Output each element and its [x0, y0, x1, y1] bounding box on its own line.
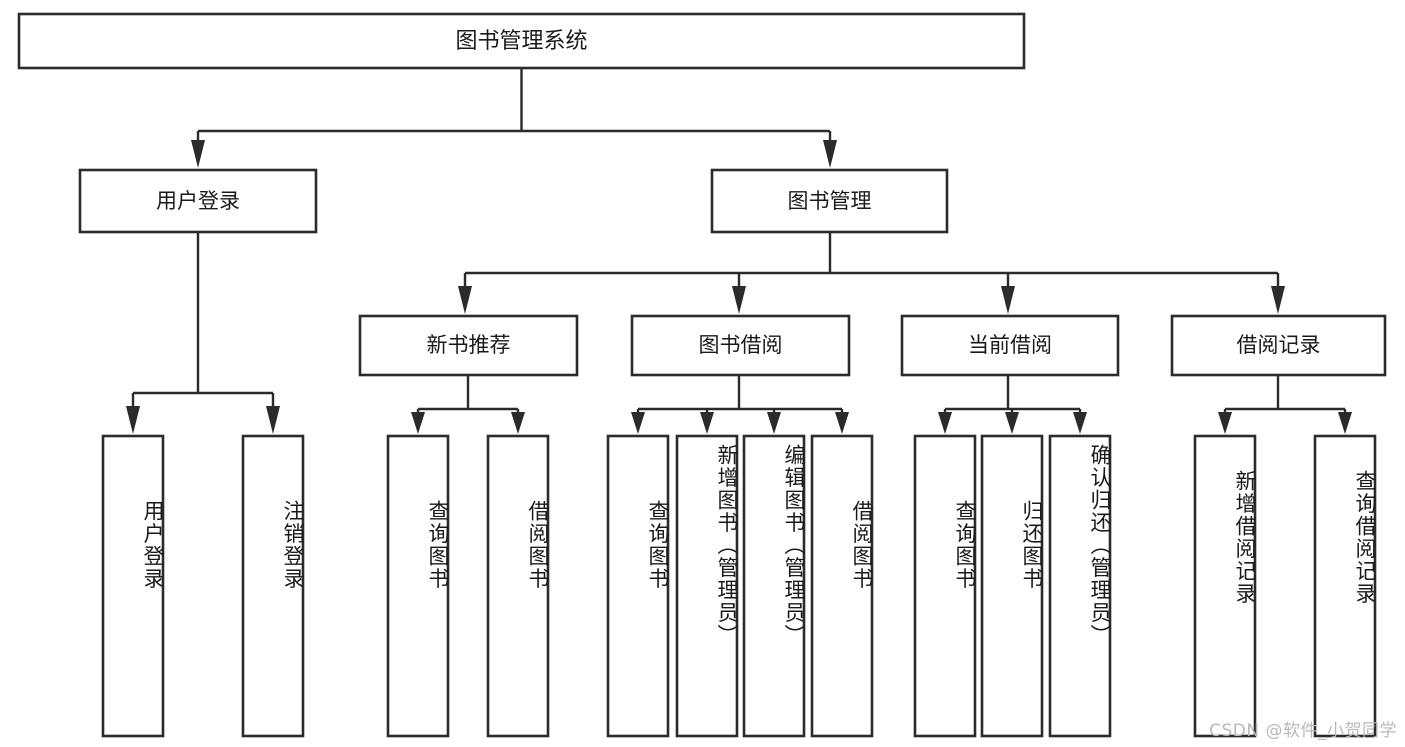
node-book-management[interactable]: 图书管理: [710, 168, 949, 234]
leaf-box-query-book-1[interactable]: [386, 434, 450, 738]
arrow-head-leaf-query-book-2: [631, 412, 645, 434]
connector-group-newbook-to-leaves: [411, 375, 525, 434]
node-root-label: 图书管理系统: [455, 29, 587, 54]
connector-group-current-to-leaves: [938, 375, 1087, 434]
node-user-login-box[interactable]: [78, 168, 318, 234]
arrow-head-newbook: [458, 286, 472, 314]
node-current-borrow-box[interactable]: [900, 314, 1120, 377]
connector-group-userlogin-to-leaves: [126, 232, 280, 434]
arrow-head-leaf-query-book-1: [411, 412, 425, 434]
node-new-book-recommend-box[interactable]: [358, 314, 579, 377]
node-current-borrow[interactable]: 当前借阅: [900, 314, 1120, 377]
connector-group-bookmgmt-to-level3: [458, 232, 1285, 314]
leaf-box-borrow-book-2[interactable]: [810, 434, 874, 738]
node-borrow-record[interactable]: 借阅记录: [1170, 314, 1387, 377]
arrow-head-leaf-return-book: [1005, 412, 1019, 434]
node-borrow-record-box[interactable]: [1170, 314, 1387, 377]
arrow-head-leaf-confirm-return: [1073, 412, 1087, 434]
node-book-borrow-box[interactable]: [630, 314, 851, 377]
node-new-book-recommend[interactable]: 新书推荐: [358, 314, 579, 377]
csdn-watermark: CSDN @软件_小贺同学: [1209, 721, 1397, 741]
connector-group-borrow-to-leaves: [631, 375, 849, 434]
connector-group-record-to-leaves: [1218, 375, 1352, 434]
leaf-box-add-book[interactable]: [675, 434, 739, 738]
arrow-head-leaf-logout: [266, 406, 280, 434]
node-new-book-recommend-label: 新书推荐: [427, 333, 511, 357]
node-book-management-label: 图书管理: [788, 189, 872, 213]
node-current-borrow-label: 当前借阅: [968, 333, 1052, 357]
node-book-management-box[interactable]: [710, 168, 949, 234]
leaf-box-logout[interactable]: [241, 434, 305, 738]
arrow-head-leaf-user-login: [126, 406, 140, 434]
leaf-boxes: [101, 434, 1377, 738]
leaf-box-add-record[interactable]: [1193, 434, 1257, 738]
arrow-head-current: [1001, 286, 1015, 314]
arrow-head-leaf-add-record: [1218, 412, 1232, 434]
leaf-box-return-book[interactable]: [980, 434, 1044, 738]
node-borrow-record-label: 借阅记录: [1237, 333, 1321, 357]
arrow-head-leaf-query-record: [1338, 412, 1352, 434]
leaf-box-query-book-3[interactable]: [913, 434, 977, 738]
leaf-box-borrow-book-1[interactable]: [486, 434, 550, 738]
arrow-head-user-login: [191, 140, 205, 168]
arrow-head-book-mgmt: [823, 140, 837, 168]
leaf-box-query-book-2[interactable]: [606, 434, 670, 738]
connector-group-root-to-level2: [191, 68, 837, 168]
leaf-box-query-record[interactable]: [1313, 434, 1377, 738]
arrow-head-record: [1271, 286, 1285, 314]
leaf-box-confirm-return[interactable]: [1048, 434, 1112, 738]
node-book-borrow-label: 图书借阅: [699, 333, 783, 357]
leaf-box-user-login[interactable]: [101, 434, 165, 738]
arrow-head-leaf-query-book-3: [938, 412, 952, 434]
arrow-head-leaf-borrow-book-1: [511, 412, 525, 434]
node-user-login[interactable]: 用户登录: [78, 168, 318, 234]
node-root[interactable]: 图书管理系统: [17, 12, 1026, 70]
arrow-head-leaf-edit-book: [767, 412, 781, 434]
arrow-head-leaf-add-book: [700, 412, 714, 434]
node-book-borrow[interactable]: 图书借阅: [630, 314, 851, 377]
leaf-box-edit-book[interactable]: [742, 434, 806, 738]
node-user-login-label: 用户登录: [156, 189, 240, 213]
arrow-head-borrow: [732, 286, 746, 314]
node-root-box[interactable]: [17, 12, 1026, 70]
arrow-head-leaf-borrow-book-2: [835, 412, 849, 434]
